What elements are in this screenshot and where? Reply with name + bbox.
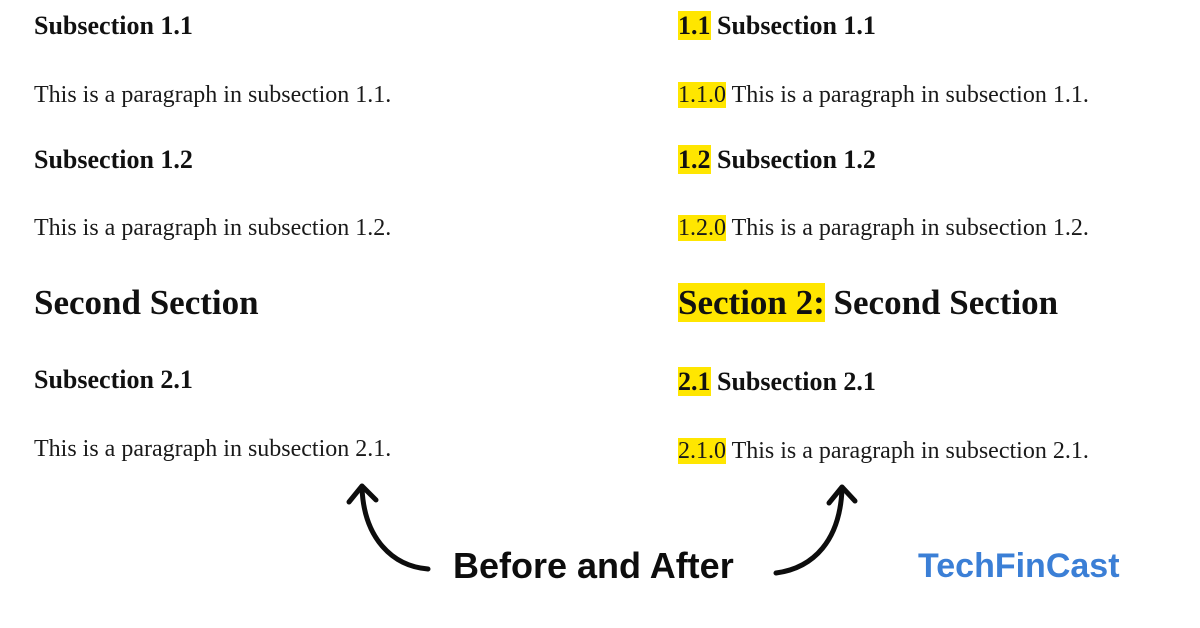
subsection-heading: Subsection 1.1 — [34, 11, 193, 40]
heading-title: Subsection 1.2 — [710, 145, 876, 174]
numbered-paragraph: 1.2.0 This is a paragraph in subsection … — [678, 213, 1089, 243]
numbered-paragraph: 1.1.0 This is a paragraph in subsection … — [678, 80, 1089, 110]
curved-arrow-right-icon — [773, 484, 858, 576]
subsection-heading: Subsection 2.1 — [34, 365, 193, 394]
section-title: Second Section — [824, 283, 1059, 322]
paragraph: This is a paragraph in subsection 1.2. — [34, 215, 392, 241]
heading-title: Subsection 2.1 — [710, 367, 876, 396]
heading-number: 2.1 — [678, 367, 711, 396]
numbered-subsection-heading: 1.2 Subsection 1.2 — [678, 145, 876, 175]
paragraph-text: This is a paragraph in subsection 1.2. — [726, 215, 1089, 241]
paragraph-text: This is a paragraph in subsection 1.1. — [726, 82, 1089, 108]
numbered-paragraph: 2.1.0 This is a paragraph in subsection … — [678, 436, 1089, 466]
heading-number: 1.1 — [678, 11, 711, 40]
before-after-caption: Before and After — [453, 545, 734, 586]
heading-title: Subsection 1.1 — [710, 11, 876, 40]
paragraph: This is a paragraph in subsection 1.1. — [34, 82, 392, 108]
brand-logo-text: TechFinCast — [918, 547, 1120, 585]
paragraph-number: 1.2.0 — [678, 215, 726, 241]
heading-number: 1.2 — [678, 145, 711, 174]
paragraph-number: 2.1.0 — [678, 438, 726, 464]
numbered-subsection-heading: 2.1 Subsection 2.1 — [678, 367, 876, 397]
section-heading: Second Section — [34, 283, 259, 322]
paragraph: This is a paragraph in subsection 2.1. — [34, 436, 392, 462]
paragraph-text: This is a paragraph in subsection 2.1. — [726, 438, 1089, 464]
section-number: Section 2: — [678, 283, 825, 322]
paragraph-number: 1.1.0 — [678, 82, 726, 108]
numbered-subsection-heading: 1.1 Subsection 1.1 — [678, 11, 876, 41]
numbered-section-heading: Section 2: Second Section — [678, 283, 1058, 323]
curved-arrow-left-icon — [346, 483, 431, 572]
subsection-heading: Subsection 1.2 — [34, 145, 193, 174]
